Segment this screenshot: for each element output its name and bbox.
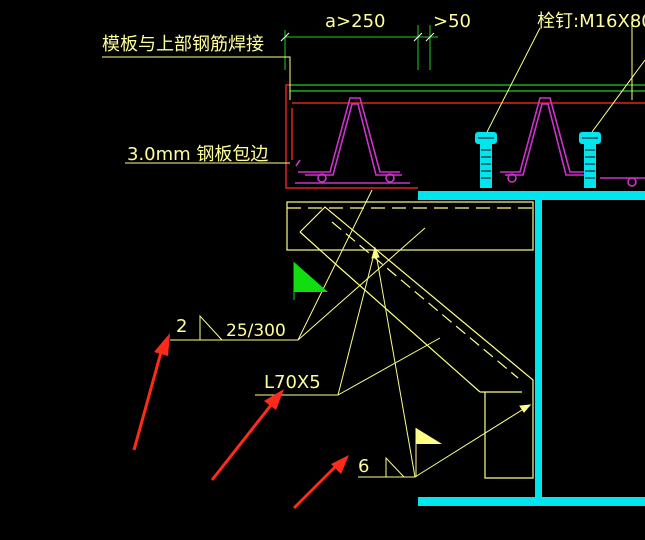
leader-stud-2 xyxy=(591,59,645,133)
deck-rib-1 xyxy=(298,97,400,173)
slab-edge xyxy=(285,84,645,189)
label-dim-50: >50 xyxy=(433,11,471,32)
label-steel-plate-edge: 3.0mm 钢板包边 xyxy=(127,144,268,165)
stud-1 xyxy=(475,132,497,188)
deck-rib-2-inner xyxy=(505,103,592,176)
rebar xyxy=(290,84,645,92)
steel-beam xyxy=(418,191,645,506)
beam-top-flange xyxy=(418,191,645,200)
deck-rib-1-inner xyxy=(305,103,402,176)
stud-2 xyxy=(579,132,601,188)
angle-bracket xyxy=(286,201,534,479)
deck-tick xyxy=(295,159,301,167)
label-weld-spec-2: 25/300 xyxy=(226,321,286,341)
label-angle-steel: L70X5 xyxy=(264,372,321,393)
leader-angle-b xyxy=(337,337,441,396)
red-arrow-1 xyxy=(132,333,170,451)
leader-weld-6b xyxy=(414,404,531,478)
deck-rib-2 xyxy=(500,97,590,173)
beam-bottom-flange xyxy=(418,497,645,506)
support-plate xyxy=(286,201,534,251)
leader-lines xyxy=(102,18,645,478)
leader-weld-2b xyxy=(297,227,426,341)
leader-stud-1 xyxy=(486,27,541,133)
deck-rebar-2 xyxy=(385,173,395,183)
deck-rebar-3 xyxy=(507,173,517,183)
red-arrows xyxy=(132,333,349,510)
annotations: 模板与上部钢筋焊接 3.0mm 钢板包边 a>250 >50 栓钉:M16X80… xyxy=(102,11,645,477)
label-formwork-weld: 模板与上部钢筋焊接 xyxy=(102,34,264,55)
steel-deck xyxy=(295,97,645,187)
weld-flag-green xyxy=(294,262,328,292)
red-arrow-2 xyxy=(210,389,284,481)
leader-formwork xyxy=(102,56,291,100)
label-weld-size-6: 6 xyxy=(358,456,369,477)
angle-outer xyxy=(299,206,534,479)
deck-rebar-4 xyxy=(627,177,637,187)
leader-arrowhead-2 xyxy=(519,404,532,413)
angle-inner xyxy=(299,231,481,393)
beam-web xyxy=(535,200,542,498)
weld-symbol-2-triangle xyxy=(199,314,223,341)
slab-edge-outline xyxy=(285,84,418,189)
deck-rebar-1 xyxy=(317,173,327,183)
red-arrow-3 xyxy=(292,455,349,510)
weld-flag-yellow xyxy=(416,428,442,444)
weld-symbols xyxy=(199,262,442,478)
angle-hidden xyxy=(331,221,519,379)
label-stud: 栓钉:M16X80@ xyxy=(537,11,645,32)
label-dim-a: a>250 xyxy=(325,11,385,32)
label-weld-size-2: 2 xyxy=(176,316,187,337)
weld-symbol-6-triangle xyxy=(385,456,405,478)
dimensions xyxy=(280,25,438,70)
leader-arrowhead-1 xyxy=(371,246,380,259)
shear-studs xyxy=(475,132,601,188)
